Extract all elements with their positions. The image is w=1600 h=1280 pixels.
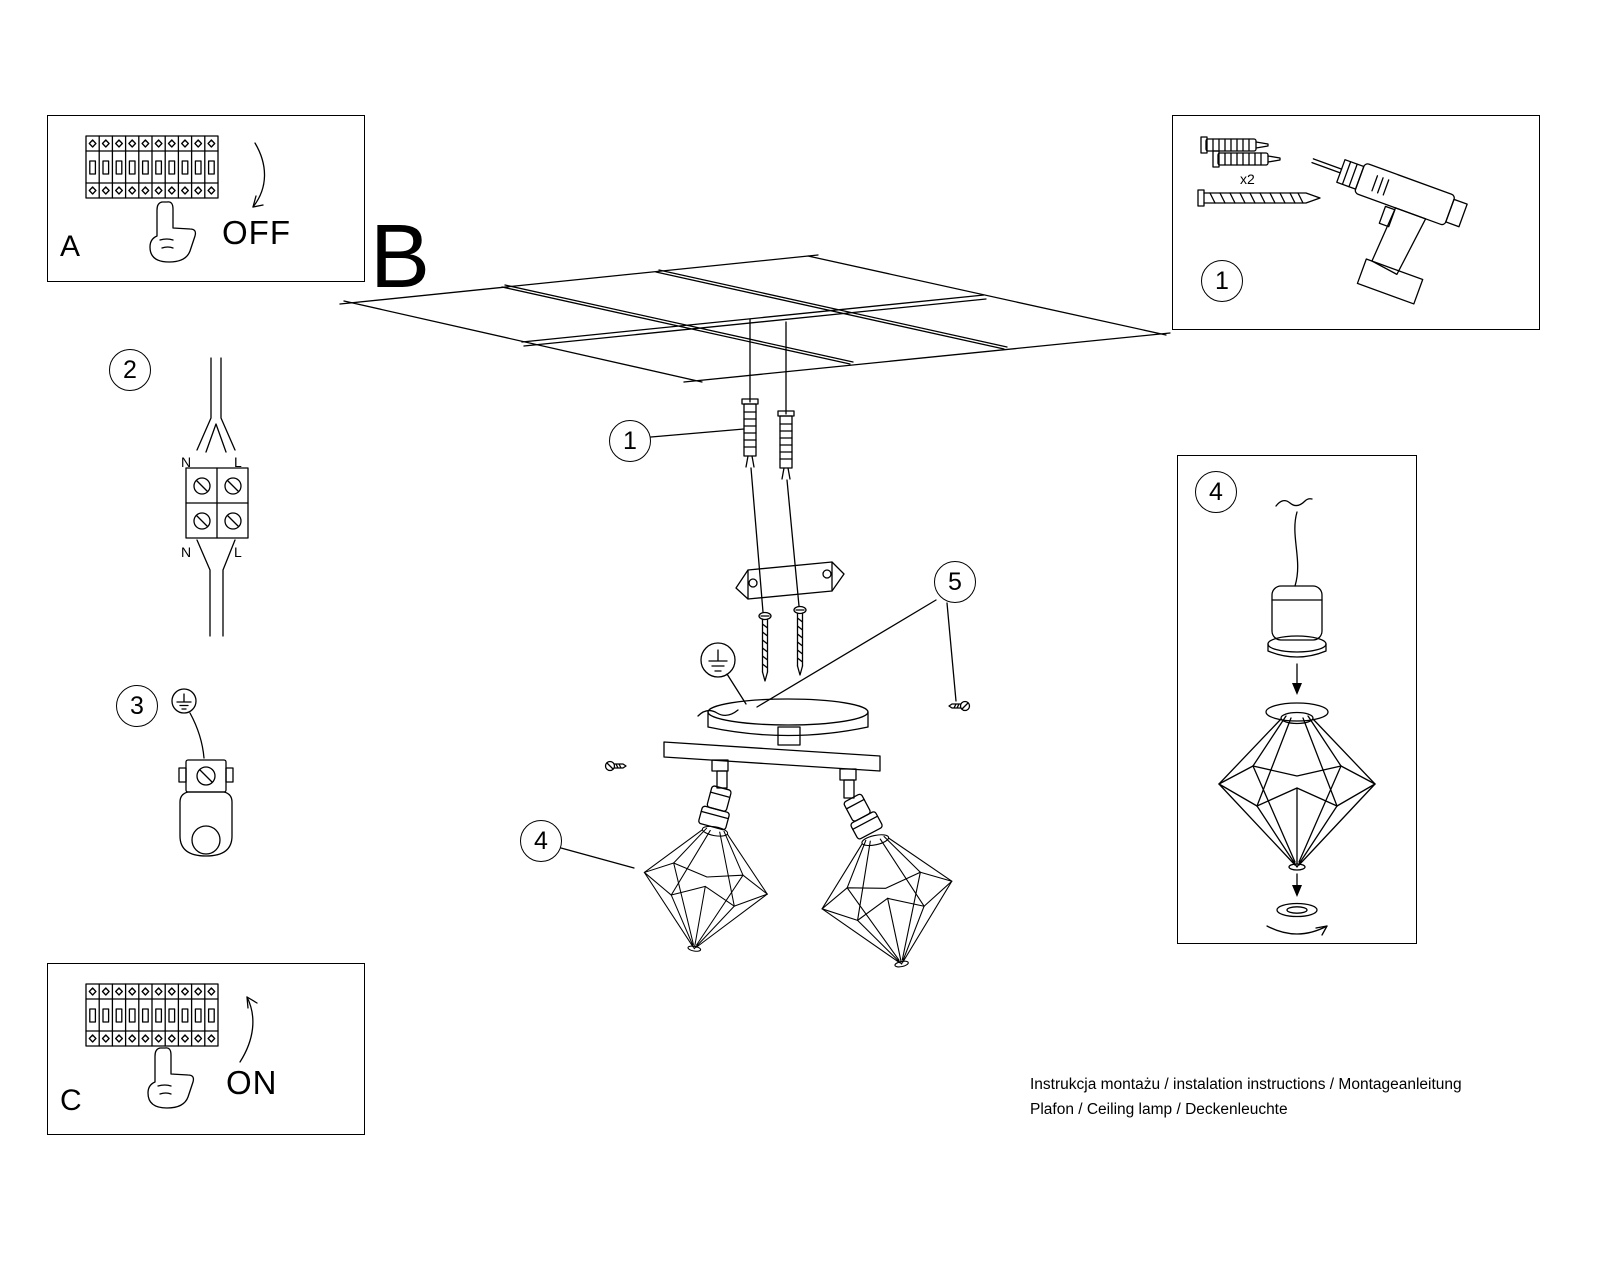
step-marker-shade: 4 bbox=[520, 820, 562, 862]
tools-group bbox=[1197, 136, 1468, 305]
footer-line2: Plafon / Ceiling lamp / Deckenleuchte bbox=[1030, 1101, 1288, 1118]
side-screw-right bbox=[948, 700, 971, 712]
breaker-off-group bbox=[85, 135, 266, 263]
canopy bbox=[707, 698, 869, 746]
wire-label-l-bottom: L bbox=[234, 544, 242, 560]
bracket-screws bbox=[758, 605, 807, 682]
panel-power-on bbox=[47, 963, 365, 1135]
breaker-on-group bbox=[85, 983, 258, 1109]
section-b-label: B bbox=[370, 207, 431, 307]
step-marker-anchor: 1 bbox=[609, 420, 651, 462]
panel-c-state: ON bbox=[226, 1064, 278, 1101]
ground-symbol bbox=[697, 642, 747, 717]
step-marker-tools: 1 bbox=[1201, 260, 1243, 302]
wall-plugs bbox=[741, 318, 800, 613]
power-cord-squiggle bbox=[1275, 498, 1313, 507]
rotation-arrow-icon bbox=[1266, 925, 1328, 936]
mounting-bracket bbox=[735, 561, 845, 600]
lamp-head-left bbox=[631, 783, 778, 963]
lamp-bar bbox=[663, 741, 881, 799]
lamp-head-right bbox=[808, 790, 968, 981]
panel-a-state: OFF bbox=[222, 214, 291, 251]
step-marker-ground: 3 bbox=[116, 685, 158, 727]
step-marker-wires: 2 bbox=[109, 349, 151, 391]
screw-icon bbox=[1197, 189, 1321, 207]
panel-tools bbox=[1172, 115, 1540, 330]
step-marker-detail: 4 bbox=[1195, 471, 1237, 513]
ceiling-grid bbox=[339, 254, 1171, 383]
arrow-on-icon bbox=[239, 996, 258, 1063]
panel-a-label: A bbox=[60, 230, 81, 263]
shade-assembly-detail bbox=[1218, 498, 1376, 936]
footer-line1: Instrukcja montażu / instalation instruc… bbox=[1030, 1076, 1462, 1093]
anchor-qty-label: x2 bbox=[1240, 171, 1255, 187]
cage-opening-ring bbox=[1265, 702, 1329, 722]
wire-label-n-top: N bbox=[181, 454, 192, 470]
leader-lines bbox=[560, 428, 957, 869]
terminal-block-diagram bbox=[185, 357, 249, 637]
step-marker-screws: 5 bbox=[934, 561, 976, 603]
ground-connector-diagram bbox=[171, 688, 234, 857]
arrow-off-icon bbox=[252, 142, 266, 208]
drill-icon bbox=[1311, 158, 1468, 305]
ring-nut bbox=[1276, 902, 1318, 918]
panel-c-label: C bbox=[60, 1084, 82, 1117]
panel-power-off bbox=[47, 115, 365, 282]
lamp-socket-detail bbox=[1267, 585, 1327, 658]
panel-shade-detail bbox=[1177, 455, 1417, 944]
side-screw-left bbox=[604, 760, 627, 772]
wire-label-l-top: L bbox=[234, 454, 242, 470]
wire-label-n-bottom: N bbox=[181, 544, 192, 560]
